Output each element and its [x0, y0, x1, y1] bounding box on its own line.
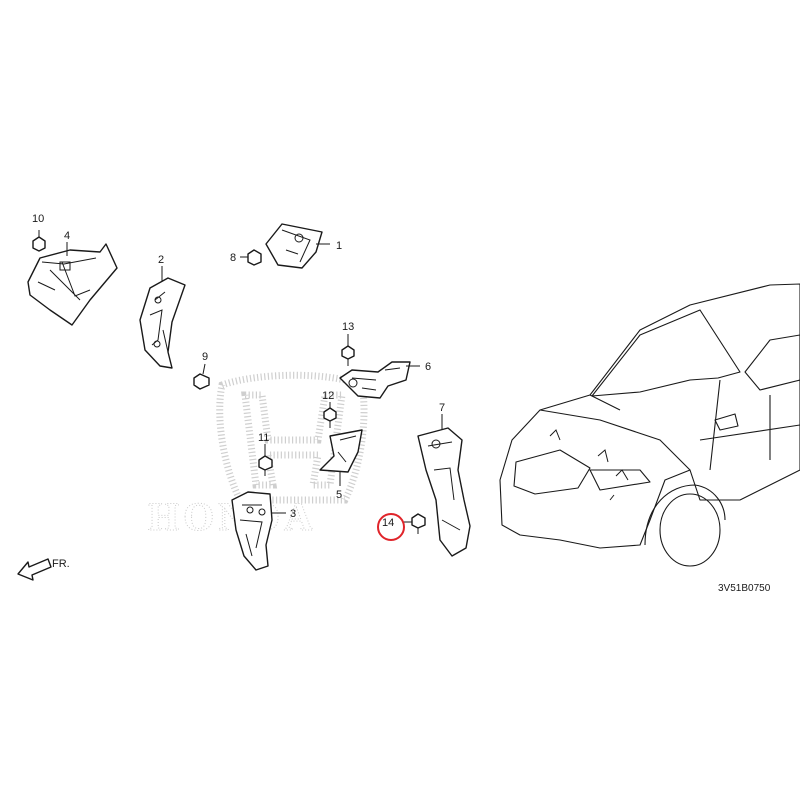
callout-12[interactable]: 12: [322, 390, 334, 402]
front-label: FR.: [52, 558, 70, 570]
part-11-bolt: [258, 444, 273, 476]
part-13-bolt: [341, 334, 355, 366]
callout-8[interactable]: 8: [230, 252, 236, 264]
vehicle-headlight: [589, 469, 651, 491]
part-5-bracket: [319, 429, 363, 486]
vehicle-bracket-markers: [549, 429, 629, 501]
callout-5[interactable]: 5: [336, 489, 342, 501]
part-1-bracket: [265, 223, 330, 269]
vehicle-door-line: [699, 379, 800, 471]
part-4-bracket: [27, 242, 118, 326]
callout-14-highlight-ring: [377, 513, 405, 541]
callout-1[interactable]: 1: [336, 240, 342, 252]
callout-3[interactable]: 3: [290, 508, 296, 520]
diagram-code: 3V51B0750: [718, 583, 771, 594]
part-6-bracket: [339, 361, 420, 399]
vehicle-grille: [513, 449, 591, 495]
vehicle-mirror: [714, 413, 739, 431]
part-2-bracket: [139, 266, 186, 369]
watermark-logo-h: [241, 391, 346, 489]
part-9-bolt: [193, 363, 210, 390]
vehicle-windshield: [591, 309, 741, 397]
part-7-bracket: [417, 414, 471, 557]
front-arrow-icon: [17, 558, 52, 581]
vehicle-body: [499, 283, 800, 549]
vehicle-side-window: [744, 334, 800, 391]
part-14-bolt: [402, 513, 426, 534]
callout-10[interactable]: 10: [32, 213, 44, 225]
callout-11[interactable]: 11: [258, 432, 269, 444]
part-10-nut: [32, 230, 46, 252]
vehicle-hood: [539, 394, 691, 471]
vehicle-front-wheel-arch: [644, 484, 726, 546]
callout-14[interactable]: 14: [382, 517, 394, 529]
callout-2[interactable]: 2: [158, 254, 164, 266]
part-3-bracket: [231, 491, 286, 571]
vehicle-front-wheel: [659, 493, 721, 567]
callout-13[interactable]: 13: [342, 321, 354, 333]
honda-watermark: HONDA: [148, 371, 368, 540]
part-8-nut: [240, 249, 262, 266]
callouts: 1 2 3 4 5 6 7 8 9 10 11 12 13 14: [32, 213, 445, 541]
front-direction-indicator: FR.: [17, 558, 70, 581]
watermark-text: HONDA: [148, 494, 317, 539]
part-12-bolt: [323, 402, 337, 428]
vehicle-illustration: [499, 283, 800, 567]
callout-4[interactable]: 4: [64, 230, 70, 242]
callout-7[interactable]: 7: [439, 402, 445, 414]
callout-9[interactable]: 9: [202, 351, 208, 363]
callout-6[interactable]: 6: [425, 361, 431, 373]
